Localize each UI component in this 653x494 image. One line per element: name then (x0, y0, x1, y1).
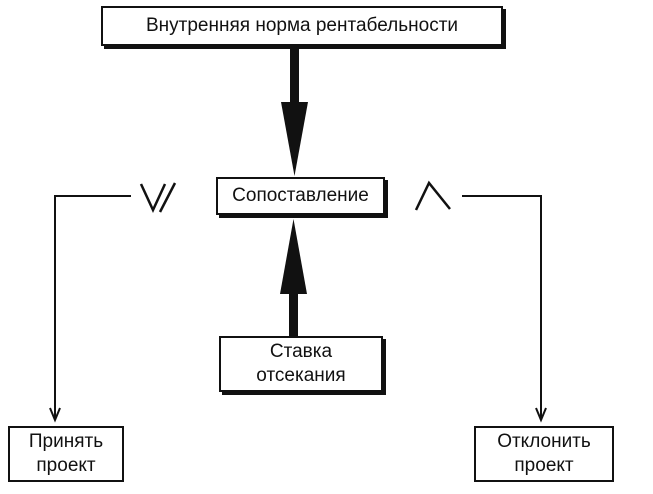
irr-box: Внутренняя норма рентабельности (101, 6, 503, 46)
reject-project-box: Отклонить проект (474, 426, 614, 482)
line-reject-branch (462, 195, 547, 423)
comparison-label: Сопоставление (232, 185, 369, 206)
arrow-cutoff-to-compare (280, 219, 307, 336)
irr-label: Внутренняя норма рентабельности (145, 15, 459, 36)
cutoff-rate-box: Ставка отсекания (219, 336, 383, 392)
less-than-symbol (414, 180, 451, 211)
comparison-box: Сопоставление (216, 177, 385, 215)
cutoff-rate-label: Ставка отсекания (256, 341, 346, 386)
reject-project-label: Отклонить проект (497, 431, 591, 476)
accept-project-box: Принять проект (8, 426, 124, 482)
greater-or-equal-symbol (139, 182, 177, 213)
line-accept-branch (49, 195, 131, 423)
accept-project-label: Принять проект (28, 431, 104, 476)
arrow-irr-to-compare (281, 48, 308, 176)
